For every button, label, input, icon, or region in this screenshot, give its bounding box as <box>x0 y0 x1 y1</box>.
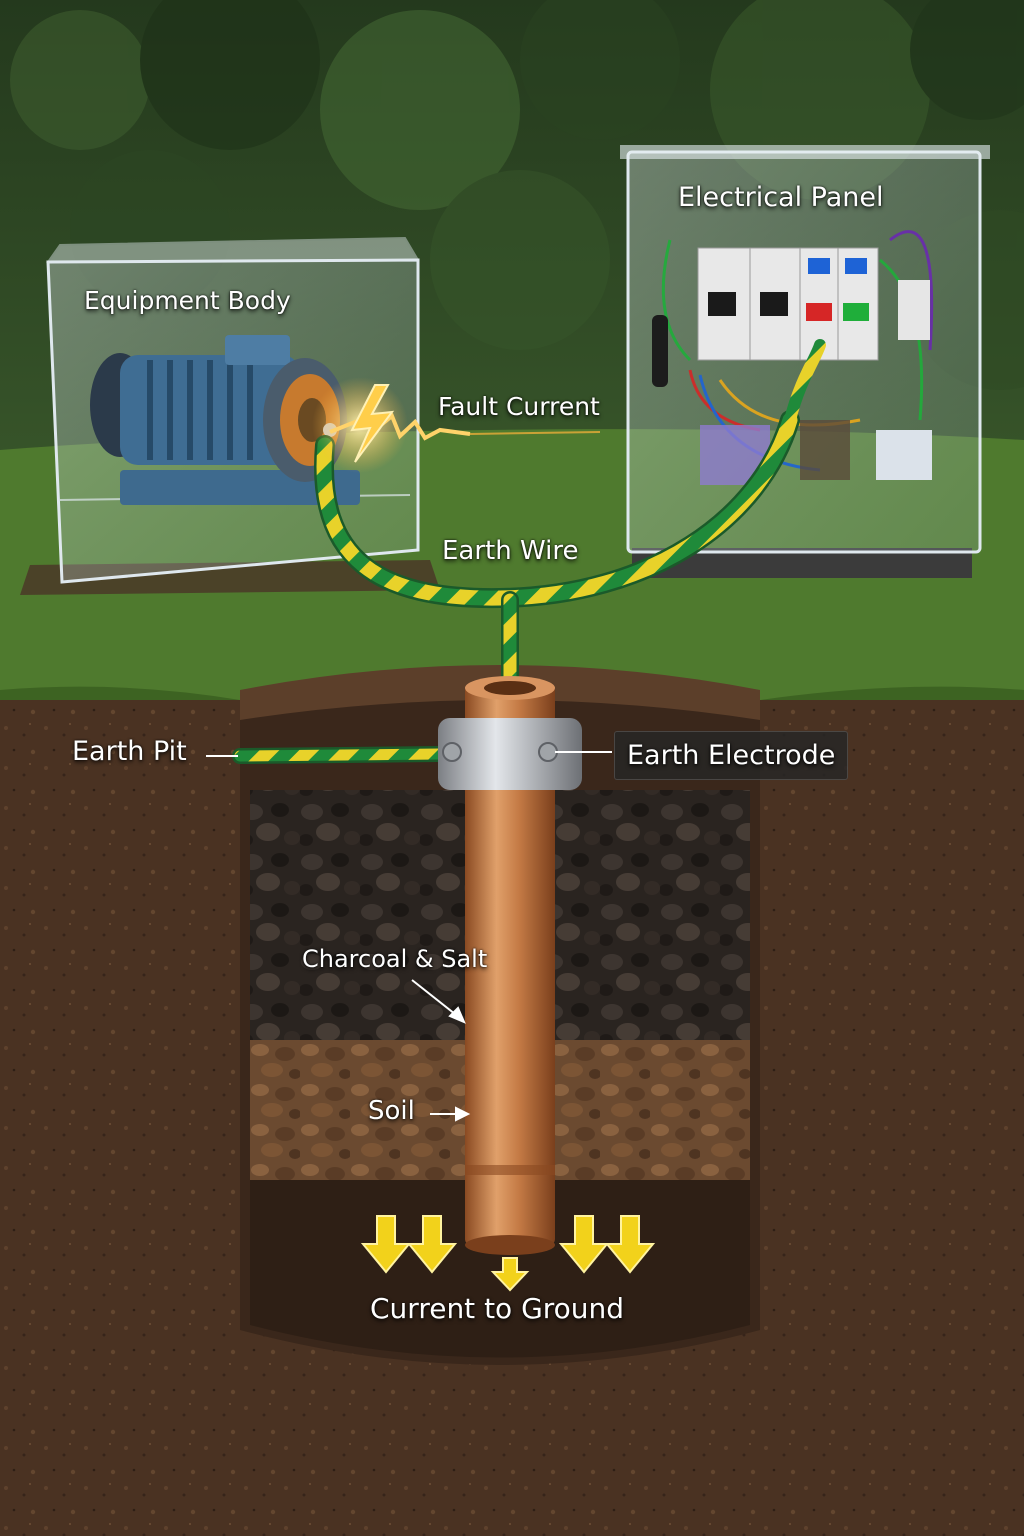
charcoal-salt-label: Charcoal & Salt <box>302 945 488 973</box>
earth-electrode <box>438 676 582 1255</box>
current-to-ground-label: Current to Ground <box>370 1292 625 1325</box>
earth-wire <box>232 339 826 764</box>
electrical-panel-label: Electrical Panel <box>678 182 884 213</box>
current-arrow-3 <box>558 1215 610 1274</box>
soil-label: Soil <box>368 1096 415 1126</box>
current-arrows <box>360 1215 656 1292</box>
electrical-panel-enclosure <box>620 145 990 578</box>
clamp-bolt-left <box>442 742 462 762</box>
earth-pit-label: Earth Pit <box>72 736 187 767</box>
fault-spark <box>312 377 601 473</box>
electrode-clamp <box>438 718 582 790</box>
earth-wire-label: Earth Wire <box>442 536 579 566</box>
clamp-bolt-right <box>538 742 558 762</box>
leader-lines <box>206 751 612 1122</box>
earth-electrode-label: Earth Electrode <box>614 731 849 780</box>
current-arrow-4 <box>604 1215 656 1274</box>
equipment-body-label: Equipment Body <box>84 286 291 315</box>
current-arrow-5 <box>490 1257 530 1292</box>
breakers <box>697 247 879 361</box>
fault-current-label: Fault Current <box>438 392 600 421</box>
current-arrow-2 <box>406 1215 458 1274</box>
current-arrow-1 <box>360 1215 412 1274</box>
